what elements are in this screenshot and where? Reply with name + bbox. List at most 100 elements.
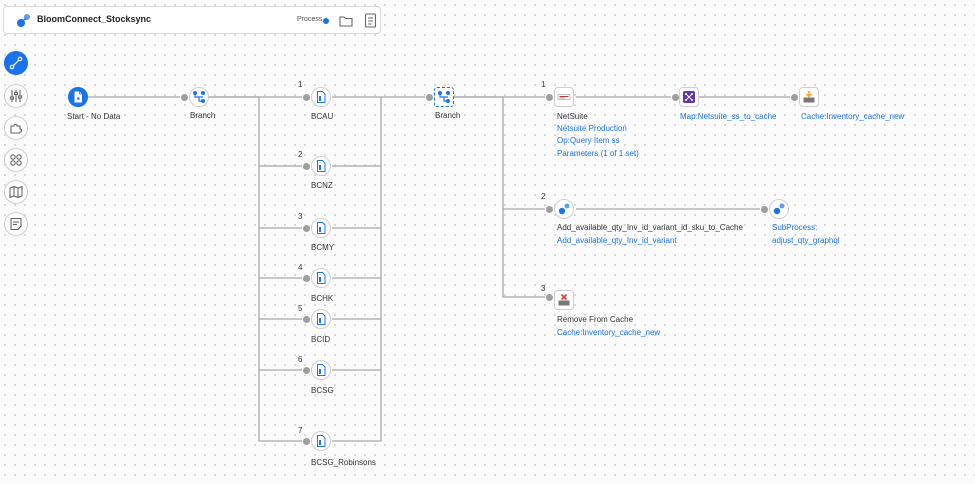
bchk-input-port[interactable] [302, 274, 311, 283]
bcsg-robinsons-shape[interactable] [311, 431, 331, 451]
bcau-label: BCAU [311, 112, 334, 121]
properties-tool-button[interactable] [4, 84, 28, 108]
bcid-number: 5 [298, 304, 303, 313]
bcid-label: BCID [311, 335, 331, 344]
netsuite-connection-link[interactable]: Netsuite Production [557, 124, 627, 133]
cache-shape[interactable] [799, 87, 819, 107]
branch2-shape[interactable] [434, 87, 454, 107]
bcsg-robinsons-input-port[interactable] [302, 437, 311, 446]
cache-link[interactable]: Cache:Inventory_cache_new [801, 112, 905, 121]
add-available-number: 2 [541, 192, 546, 201]
add-available-input-port[interactable] [545, 205, 554, 214]
branch1-label: Branch [190, 111, 216, 120]
branch2-label: Branch [435, 111, 461, 120]
subprocess-link-title[interactable]: SubProcess: [772, 223, 818, 232]
bcsg-input-port[interactable] [302, 366, 311, 375]
bcsg-robinsons-label: BCSG_Robinsons [311, 458, 376, 467]
remove-cache-number: 3 [541, 284, 546, 293]
branch-icon [438, 91, 450, 103]
bchk-number: 4 [298, 263, 303, 272]
bcmy-label: BCMY [311, 243, 335, 252]
bcau-input-port[interactable] [302, 93, 311, 102]
grid-icon [10, 154, 22, 166]
netsuite-label: NetSuite [557, 112, 588, 121]
folder-icon[interactable] [339, 14, 353, 28]
message-document-icon [317, 272, 326, 284]
netsuite-shape[interactable] [554, 87, 574, 107]
bcsg-number: 6 [298, 355, 303, 364]
document-icon[interactable] [364, 13, 377, 28]
process-icon [14, 12, 32, 30]
connector-branch-trunk [208, 96, 306, 442]
branch1-input-port[interactable] [180, 93, 189, 102]
bcsg-shape[interactable] [311, 360, 331, 380]
add-available-label: Add_available_qty_Inv_id_variant_id_sku_… [557, 223, 743, 232]
start-shape[interactable] [68, 87, 88, 107]
bcnz-input-port[interactable] [302, 162, 311, 171]
cache-remove-icon [558, 293, 570, 306]
branch-icon [193, 91, 205, 103]
connector-branch2-trunk [454, 96, 549, 298]
netsuite-operation-link[interactable]: Op:Query Item ss [557, 136, 620, 145]
remove-cache-link[interactable]: Cache:Inventory_cache_new [557, 328, 661, 337]
connector-merge-trunk [332, 97, 382, 442]
netsuite-number: 1 [541, 80, 546, 89]
message-document-icon [317, 160, 326, 172]
netsuite-input-port[interactable] [545, 93, 554, 102]
bchk-shape[interactable] [311, 268, 331, 288]
bchk-label: BCHK [311, 294, 334, 303]
map-tool-button[interactable] [4, 180, 28, 204]
remove-cache-label: Remove From Cache [557, 315, 634, 324]
process-status-dot [323, 18, 329, 24]
bcmy-input-port[interactable] [302, 224, 311, 233]
bcnz-shape[interactable] [311, 156, 331, 176]
map-icon [9, 185, 23, 199]
bcsg-robinsons-number: 7 [298, 426, 303, 435]
subprocess-input-port[interactable] [760, 205, 769, 214]
add-available-link[interactable]: Add_available_qty_Inv_id_variant [557, 236, 677, 245]
message-document-icon [317, 91, 326, 103]
bcau-shape[interactable] [311, 87, 331, 107]
subprocess-link-name[interactable]: adjust_qty_graphql [772, 236, 840, 245]
map-link[interactable]: Map:Netsuite_ss_to_cache [680, 112, 777, 121]
process-call-icon [773, 203, 785, 215]
bcnz-number: 2 [298, 150, 303, 159]
cache-add-icon [803, 91, 815, 103]
add-available-shape[interactable] [554, 199, 574, 219]
start-label: Start - No Data [67, 112, 121, 121]
netsuite-logo-icon [557, 94, 571, 100]
start-document-icon [74, 91, 82, 103]
notes-icon [10, 217, 22, 231]
process-call-icon [558, 203, 570, 215]
components-tool-button[interactable] [4, 148, 28, 172]
notes-tool-button[interactable] [4, 212, 28, 236]
process-title: BloomConnect_Stocksync [37, 14, 152, 24]
branch2-input-port[interactable] [425, 93, 434, 102]
map-shape[interactable] [679, 87, 699, 107]
subprocess-shape[interactable] [769, 199, 789, 219]
bcau-number: 1 [298, 80, 303, 89]
connector-tool-button[interactable] [4, 51, 28, 75]
process-type-label: Process [297, 16, 323, 23]
bcsg-label: BCSG [311, 386, 334, 395]
message-document-icon [317, 435, 326, 447]
remove-cache-input-port[interactable] [545, 293, 554, 302]
message-document-icon [317, 222, 326, 234]
bcid-shape[interactable] [311, 309, 331, 329]
message-document-icon [317, 364, 326, 376]
process-header: BloomConnect_Stocksync Process [3, 6, 381, 34]
bcmy-shape[interactable] [311, 218, 331, 238]
bcid-input-port[interactable] [302, 315, 311, 324]
netsuite-parameters-link[interactable]: Parameters (1 of 1 set) [557, 149, 639, 158]
message-document-icon [317, 313, 326, 325]
sliders-icon [9, 90, 23, 102]
remove-cache-shape[interactable] [554, 290, 574, 310]
bcmy-number: 3 [298, 212, 303, 221]
map-transform-icon [683, 91, 695, 103]
connector-tool-icon [9, 56, 23, 70]
cache-input-port[interactable] [790, 93, 799, 102]
extensions-tool-button[interactable] [4, 116, 28, 140]
branch1-shape[interactable] [189, 87, 209, 107]
